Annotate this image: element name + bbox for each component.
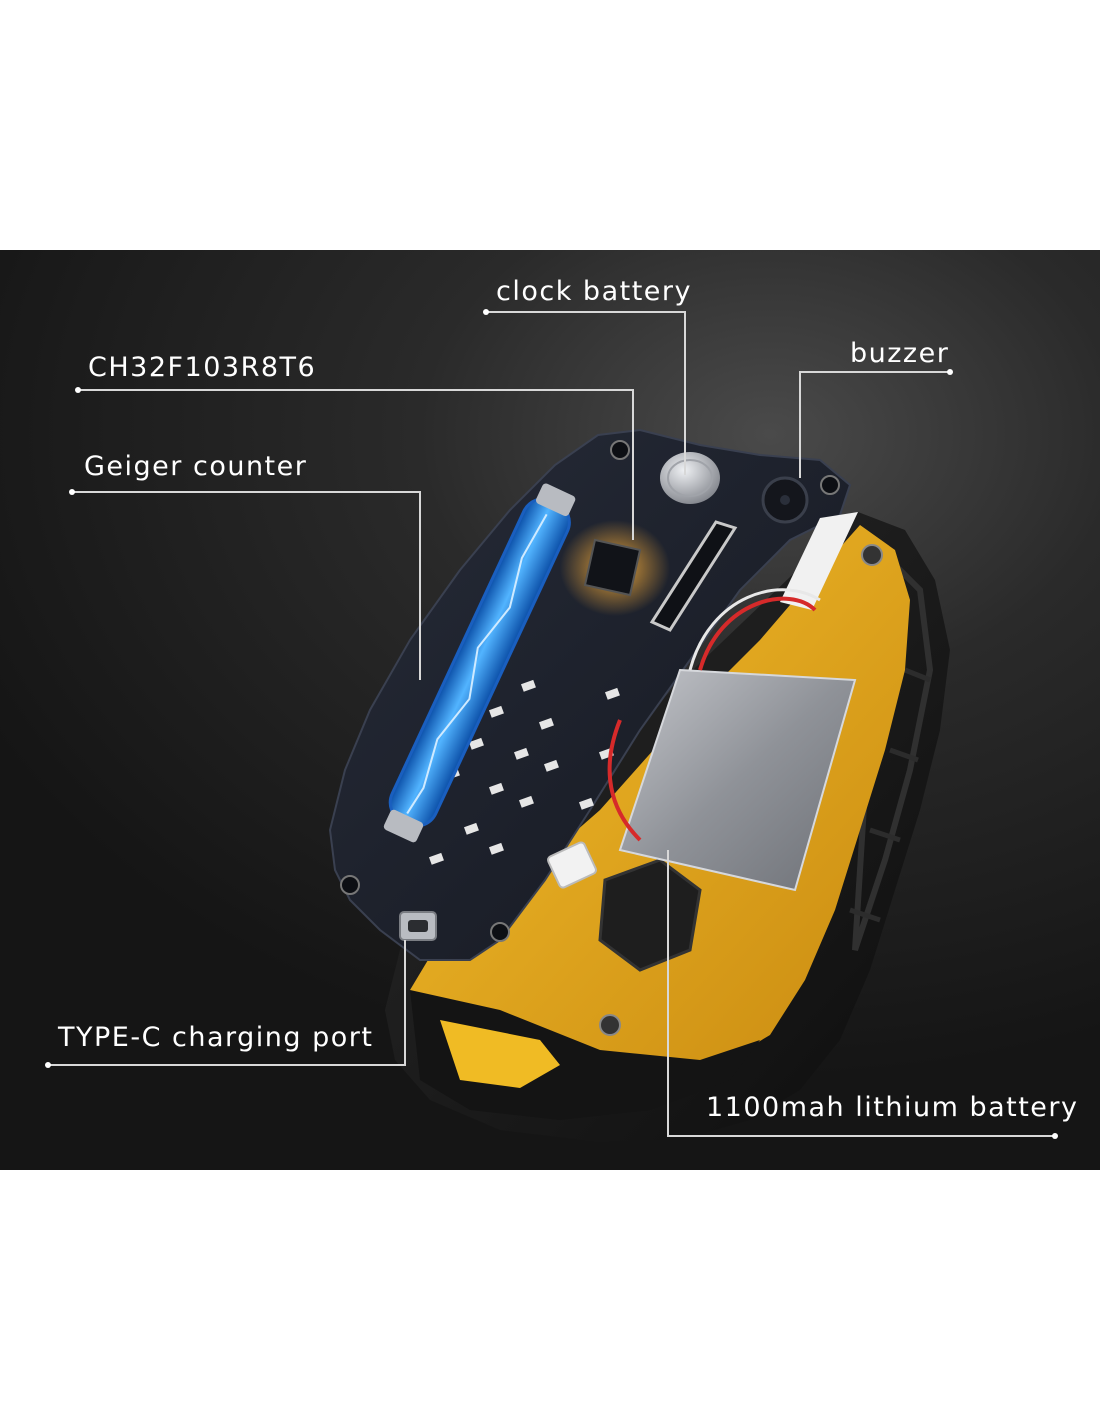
device-illustration	[45, 309, 1058, 1142]
pcb-board	[328, 428, 852, 961]
label-mcu-chip: CH32F103R8T6	[88, 352, 317, 383]
callout-dots	[45, 309, 1058, 1139]
label-clock-battery: clock battery	[496, 276, 692, 307]
lithium-battery	[607, 588, 857, 892]
photo-panel: clock battery CH32F103R8T6 buzzer Geiger…	[0, 250, 1100, 1170]
label-lithium-battery: 1100mah lithium battery	[706, 1092, 1079, 1123]
label-type-c-port: TYPE-C charging port	[58, 1022, 374, 1053]
geiger-tube	[383, 483, 576, 843]
callout-leaders	[48, 311, 1055, 1137]
label-geiger-counter: Geiger counter	[84, 451, 308, 482]
label-buzzer: buzzer	[850, 338, 950, 369]
